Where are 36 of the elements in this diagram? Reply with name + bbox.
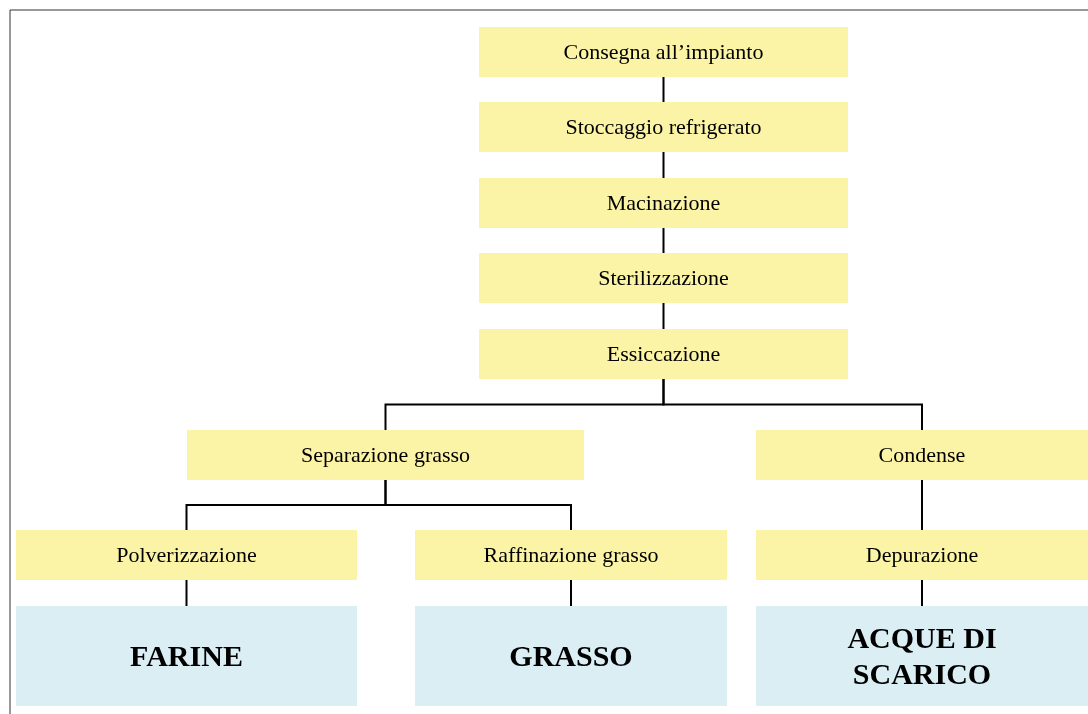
- process-box: [415, 530, 727, 580]
- output-box: [756, 606, 1088, 706]
- connector-line: [921, 479, 923, 531]
- step-label: Condense: [878, 441, 966, 469]
- process-box: [479, 329, 848, 379]
- output-label: GRASSO: [509, 638, 633, 674]
- connector-line: [662, 378, 923, 431]
- output-label: ACQUE DI SCARICO: [846, 620, 998, 692]
- process-box: [756, 530, 1088, 580]
- connector-line: [384, 479, 572, 531]
- process-box: [479, 102, 848, 152]
- step-label: Separazione grasso: [300, 441, 471, 469]
- output-box: [415, 606, 727, 706]
- connector-line: [662, 302, 665, 330]
- connector-line: [570, 579, 572, 607]
- step-label: Raffinazione grasso: [483, 541, 659, 569]
- connector-line: [662, 151, 665, 179]
- step-label: Sterilizzazione: [598, 264, 729, 292]
- process-box: [479, 178, 848, 228]
- step-label: Polverizzazione: [116, 541, 257, 569]
- process-box: [479, 253, 848, 303]
- output-label: FARINE: [130, 638, 243, 674]
- step-label: Macinazione: [606, 189, 721, 217]
- connector-line: [185, 579, 188, 607]
- process-box: [756, 430, 1088, 480]
- step-label: Depurazione: [865, 541, 979, 569]
- output-box: [16, 606, 357, 706]
- process-box: [16, 530, 357, 580]
- process-box: [479, 27, 848, 77]
- step-label: Essiccazione: [606, 340, 721, 368]
- connector-line: [662, 227, 665, 254]
- step-label: Stoccaggio refrigerato: [565, 113, 762, 141]
- step-label: Consegna all’impianto: [563, 38, 764, 66]
- connector-line: [662, 76, 665, 103]
- process-box: [187, 430, 584, 480]
- connector-line: [921, 579, 923, 607]
